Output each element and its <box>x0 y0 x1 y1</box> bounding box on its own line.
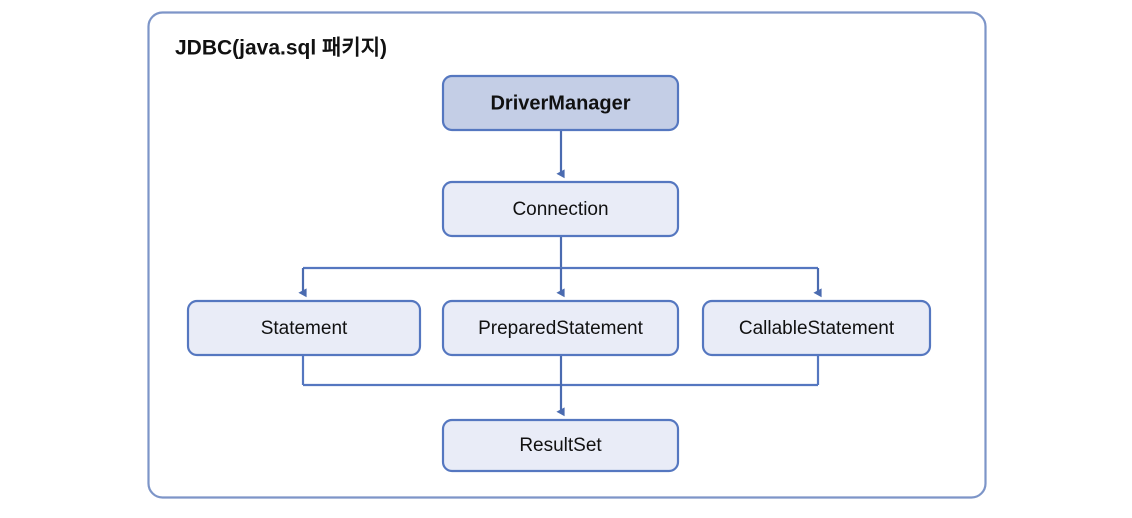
node-resultset-box[interactable] <box>441 418 680 473</box>
node-drivermanager-label: DriverManager <box>490 92 630 114</box>
node-callablestatement[interactable]: CallableStatement <box>701 299 932 357</box>
node-callablestatement-label: CallableStatement <box>739 318 895 339</box>
node-preparedstatement-label: PreparedStatement <box>478 318 643 339</box>
node-callablestatement-box[interactable] <box>701 299 932 357</box>
node-layer: DriverManager Connection Statement Prepa… <box>186 74 932 473</box>
group-container-jdbc <box>147 11 987 499</box>
node-statement-label: Statement <box>261 318 348 339</box>
edge-layer <box>298 130 822 417</box>
node-resultset-label: ResultSet <box>519 435 602 456</box>
node-statement[interactable]: Statement <box>186 299 422 357</box>
node-connection-box[interactable] <box>441 180 680 238</box>
node-drivermanager-box[interactable] <box>441 74 680 132</box>
group-title: JDBC(java.sql 패키지) <box>175 37 387 60</box>
node-preparedstatement-box[interactable] <box>441 299 680 357</box>
node-drivermanager[interactable]: DriverManager <box>441 74 680 132</box>
node-statement-box[interactable] <box>186 299 422 357</box>
node-resultset[interactable]: ResultSet <box>441 418 680 473</box>
node-preparedstatement[interactable]: PreparedStatement <box>441 299 680 357</box>
node-connection[interactable]: Connection <box>441 180 680 238</box>
node-connection-label: Connection <box>512 199 608 220</box>
